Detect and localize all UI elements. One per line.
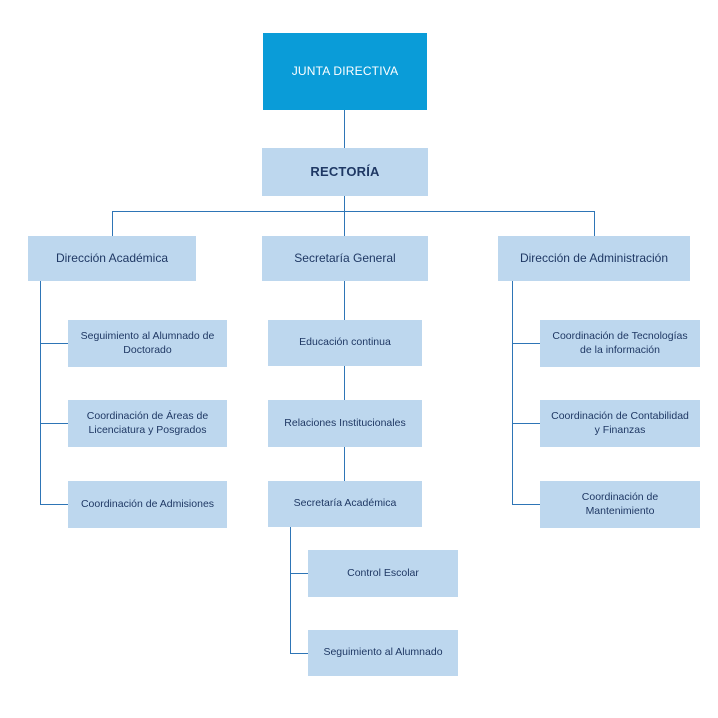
connector-drop-administracion [594, 211, 595, 236]
connector-relaciones-secacademica [344, 447, 345, 481]
connector-stub-seguimiento-alumnado [290, 653, 308, 654]
node-seguimiento-alumnado: Seguimiento al Alumnado [308, 630, 458, 676]
connector-stub-admisiones [40, 504, 68, 505]
connector-administracion-spine [512, 281, 513, 505]
node-control-escolar: Control Escolar [308, 550, 458, 597]
node-seguimiento-doctorado: Seguimiento al Alumnado de Doctorado [68, 320, 227, 367]
connector-stub-contabilidad [512, 423, 540, 424]
connector-rectoria-drop [344, 196, 345, 211]
connector-stub-control-escolar [290, 573, 308, 574]
connector-secacademica-spine [290, 527, 291, 654]
node-rectoria: RECTORÍA [262, 148, 428, 196]
connector-junta-rectoria [344, 110, 345, 148]
connector-stub-mantenimiento [512, 504, 540, 505]
connector-secretaria-educacion [344, 281, 345, 320]
node-direccion-academica: Dirección Académica [28, 236, 196, 281]
node-direccion-administracion: Dirección de Administración [498, 236, 690, 281]
connector-academica-spine [40, 281, 41, 505]
node-coordinacion-tecnologias: Coordinación de Tecnologías de la inform… [540, 320, 700, 367]
connector-stub-tecnologias [512, 343, 540, 344]
connector-stub-doctorado [40, 343, 68, 344]
node-coordinacion-mantenimiento: Coordinación de Mantenimiento [540, 481, 700, 528]
node-coordinacion-contabilidad: Coordinación de Contabilidad y Finanzas [540, 400, 700, 447]
connector-drop-academica [112, 211, 113, 236]
connector-drop-secretaria [344, 211, 345, 236]
node-relaciones-institucionales: Relaciones Institucionales [268, 400, 422, 447]
node-junta-directiva: JUNTA DIRECTIVA [263, 33, 427, 110]
node-secretaria-general: Secretaría General [262, 236, 428, 281]
connector-educacion-relaciones [344, 366, 345, 400]
node-coordinacion-admisiones: Coordinación de Admisiones [68, 481, 227, 528]
node-educacion-continua: Educación continua [268, 320, 422, 366]
connector-stub-areas [40, 423, 68, 424]
node-coordinacion-areas: Coordinación de Áreas de Licenciatura y … [68, 400, 227, 447]
connector-main-horizontal [112, 211, 595, 212]
node-secretaria-academica: Secretaría Académica [268, 481, 422, 527]
